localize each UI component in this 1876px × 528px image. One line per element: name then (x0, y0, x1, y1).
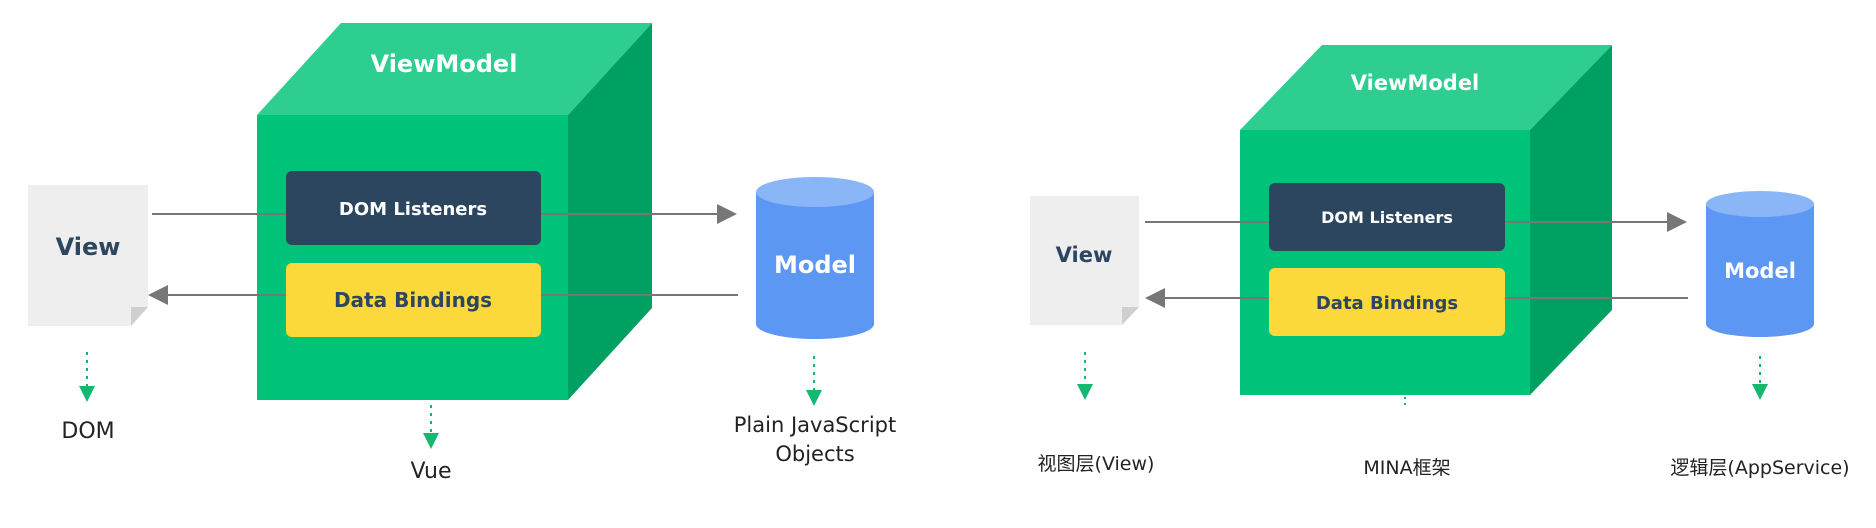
dom-listeners-label-right: DOM Listeners (1321, 208, 1453, 227)
dom-listeners-label-left: DOM Listeners (339, 199, 487, 220)
model-caption-left-line2: Objects (775, 442, 854, 466)
viewmodel-cube-right: ViewModel (1240, 45, 1612, 395)
data-bindings-label-right: Data Bindings (1316, 293, 1458, 314)
cube-top-face-left (257, 23, 652, 115)
model-cylinder-right: Model (1706, 191, 1814, 337)
left-diagram: View ViewModel DOM Listeners Data Bindin… (28, 23, 896, 484)
dom-listeners-box-left (286, 171, 541, 245)
data-bindings-box-right (1269, 268, 1505, 336)
cube-top-face-right (1240, 45, 1612, 130)
view-page-left: View (28, 185, 148, 326)
view-label-right: View (1056, 243, 1113, 267)
dom-listeners-box-right (1269, 183, 1505, 251)
cube-side-face-right (1530, 45, 1612, 395)
viewmodel-caption-right: MINA框架 (1363, 457, 1450, 479)
view-page-right: View (1030, 196, 1139, 325)
viewmodel-caption-left: Vue (410, 459, 451, 484)
viewmodel-cube-left: ViewModel (257, 23, 652, 400)
cube-front-face-right (1240, 130, 1530, 395)
viewmodel-title-left: ViewModel (371, 50, 518, 78)
data-bindings-label-left: Data Bindings (334, 288, 492, 312)
data-bindings-box-left (286, 263, 541, 337)
model-caption-left-line1: Plain JavaScript (734, 413, 896, 437)
view-caption-left: DOM (61, 419, 114, 444)
model-label-left: Model (774, 251, 856, 279)
model-caption-right: 逻辑层(AppService) (1670, 457, 1849, 479)
right-diagram: View ViewModel DOM Listeners Data Bindin… (1030, 45, 1850, 479)
cube-front-face-left (257, 115, 568, 400)
viewmodel-title-right: ViewModel (1351, 71, 1480, 95)
cube-side-face-left (568, 23, 652, 400)
model-cylinder-left: Model (756, 177, 874, 339)
view-caption-right: 视图层(View) (1038, 453, 1155, 475)
model-label-right: Model (1724, 259, 1796, 283)
view-label-left: View (56, 233, 121, 261)
